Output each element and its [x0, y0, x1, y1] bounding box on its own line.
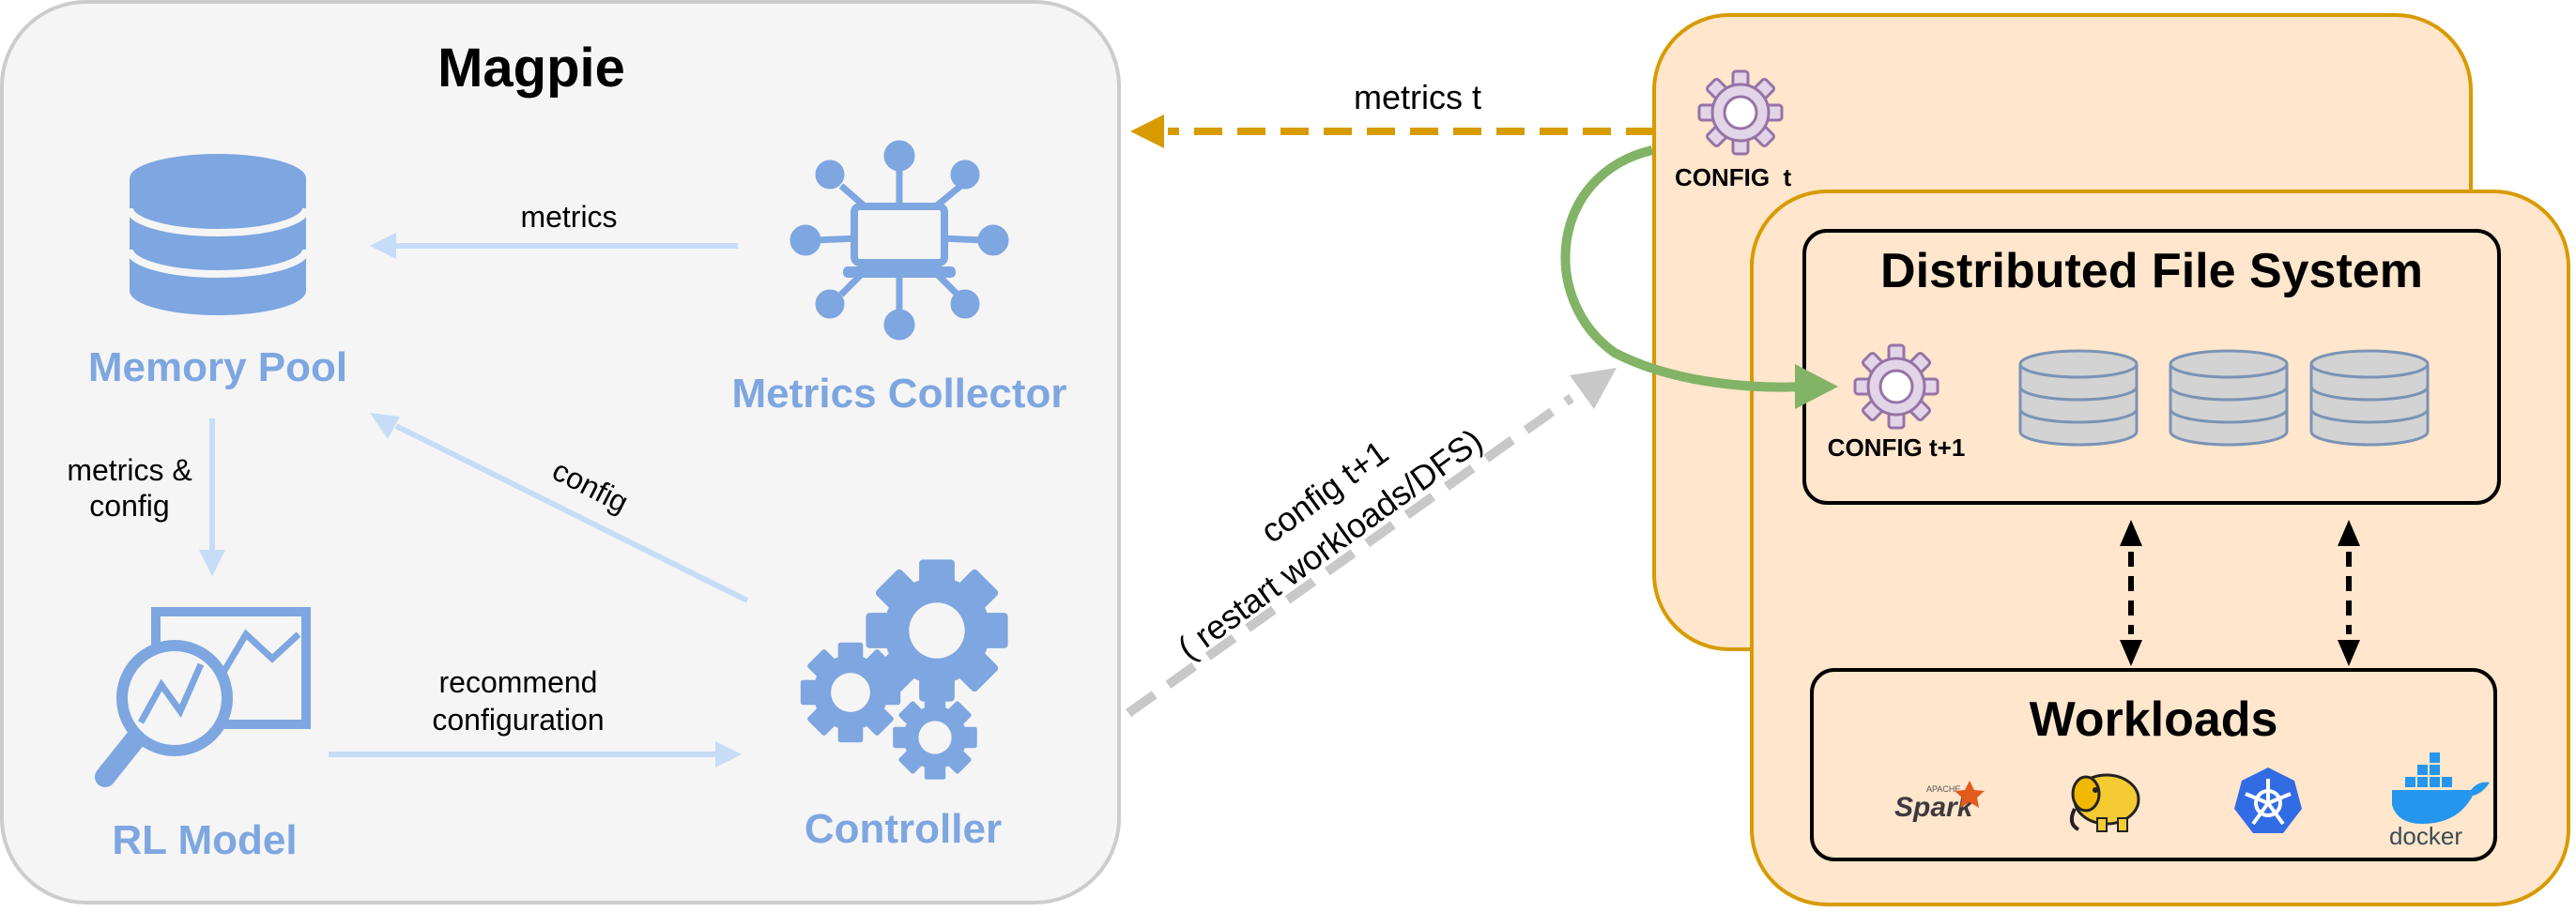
docker-icon: docker [2389, 752, 2490, 850]
hadoop-elephant-icon [2069, 773, 2140, 832]
database-node-icon-3 [2309, 349, 2430, 447]
edge-label-metrics: metrics [520, 200, 617, 234]
arrow-dfs-workloads-right [2338, 520, 2360, 666]
spark-logo-icon: APACHE Spark [1894, 781, 1985, 823]
arrow-controller-to-pool [370, 413, 749, 603]
config-t1-label: CONFIG t+1 [1828, 433, 1966, 462]
config-t-label: CONFIG t [1675, 163, 1792, 191]
rl-model-label: RL Model [112, 817, 297, 863]
workloads-box [1810, 668, 2497, 861]
arrow-pool-to-model [199, 418, 225, 576]
dfs-title: Distributed File System [1880, 244, 2423, 298]
edge-label-recommend-1: recommend [439, 665, 598, 699]
memory-pool-label: Memory Pool [88, 344, 347, 390]
edge-label-metrics-config-1: metrics & [67, 453, 192, 487]
gear-config-t-icon [1697, 69, 1784, 156]
workloads-title: Workloads [2030, 692, 2278, 747]
metrics-collector-label: Metrics Collector [732, 371, 1067, 417]
arrow-collector-to-pool [370, 233, 738, 259]
kubernetes-icon [2234, 768, 2302, 833]
magpie-title: Magpie [437, 38, 625, 99]
edge-label-config-t1-2: ( restart workloads/DFS) [1171, 421, 1490, 667]
network-collector-icon [790, 140, 1009, 341]
arrow-model-to-controller [329, 741, 742, 768]
edge-label-recommend-2: configuration [432, 703, 604, 737]
database-node-icon-1 [2018, 349, 2139, 447]
gear-config-t1-icon [1853, 343, 1940, 430]
edge-label-metrics-t: metrics t [1354, 78, 1481, 116]
analytics-magnifier-icon [95, 607, 311, 787]
arrow-config-t1 [1126, 368, 1617, 718]
arrow-dfs-workloads-left [2120, 520, 2142, 666]
database-node-icon-2 [2169, 349, 2289, 447]
arrow-metrics-t [1130, 114, 1654, 148]
arrow-config-to-dfs [1560, 145, 1838, 409]
controller-label: Controller [805, 806, 1002, 852]
edge-label-metrics-config-2: config [89, 489, 169, 523]
svg-text:docker: docker [2389, 822, 2462, 850]
database-icon [126, 154, 310, 315]
svg-text:APACHE: APACHE [1926, 784, 1960, 794]
